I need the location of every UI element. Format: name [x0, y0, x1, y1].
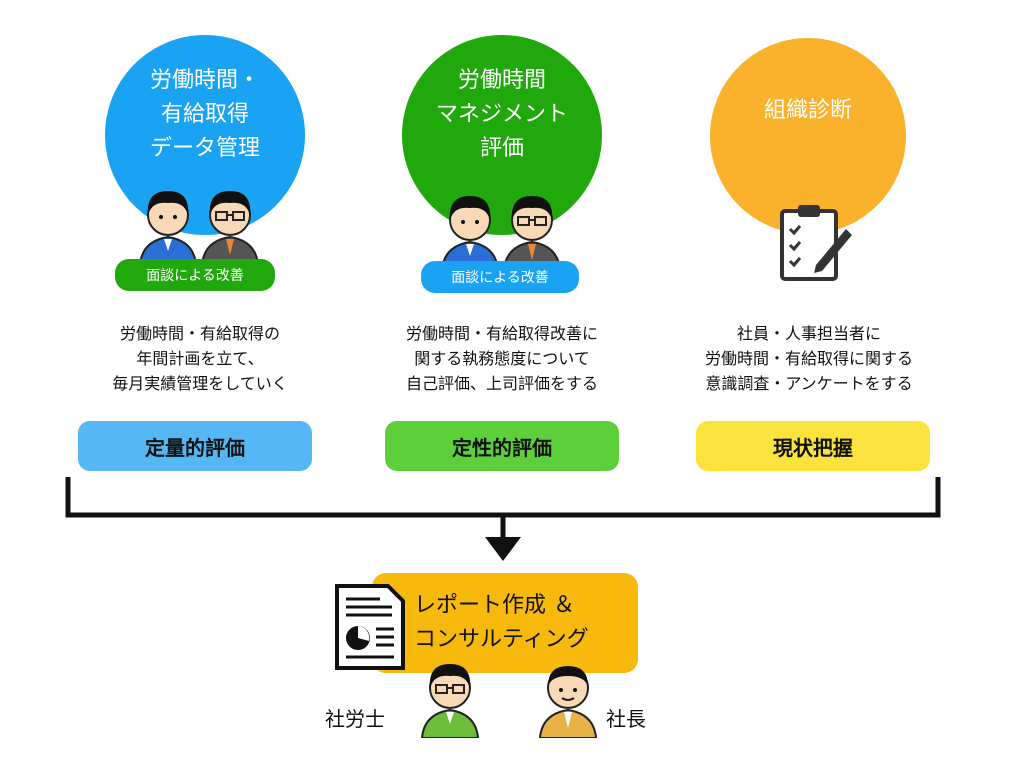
- labor-consultant-person-icon: [420, 664, 480, 738]
- person-with-glasses-icon: [200, 191, 260, 265]
- evaluation-current-status-label: 現状把握: [773, 435, 853, 460]
- circle-organization-diagnosis-label: 組織診断: [763, 98, 852, 123]
- evaluation-quantitative: 定量的評価: [78, 421, 312, 471]
- circle-management-evaluation: 労働時間 マネジメント 評価: [402, 35, 602, 235]
- report-consulting-label: レポート作成 ＆ コンサルティング: [414, 593, 589, 652]
- evaluation-qualitative: 定性的評価: [385, 421, 619, 471]
- role-label-labor-consultant: 社労士: [325, 707, 385, 731]
- evaluation-qualitative-label: 定性的評価: [452, 435, 552, 460]
- circle-data-management-label: 労働時間・ 有給取得 データ管理: [149, 68, 260, 161]
- interview-improvement-badge: 面談による改善: [115, 259, 275, 291]
- two-people-icon-col2: [440, 196, 562, 270]
- president-person-icon: [538, 666, 598, 738]
- bracket-connector: [65, 477, 941, 561]
- circle-data-management: 労働時間・ 有給取得 データ管理: [105, 35, 305, 235]
- evaluation-current-status: 現状把握: [696, 421, 930, 471]
- circle-organization-diagnosis: 組織診断: [710, 38, 906, 234]
- report-consulting-box: レポート作成 ＆ コンサルティング: [372, 573, 638, 673]
- description-col2: 労働時間・有給取得改善に 関する執務態度について 自己評価、上司評価をする: [405, 324, 598, 393]
- role-label-president: 社長: [606, 707, 646, 731]
- circle-management-evaluation-label: 労働時間 マネジメント 評価: [435, 68, 568, 161]
- two-people-icon-col1: [138, 191, 260, 265]
- person-with-glasses-icon: [502, 196, 562, 270]
- evaluation-quantitative-label: 定量的評価: [145, 435, 245, 460]
- report-document-icon: [335, 584, 405, 670]
- interview-improvement-badge: 面談による改善: [421, 261, 579, 293]
- clipboard-icon: [780, 205, 852, 281]
- description-col1: 労働時間・有給取得の 年間計画を立て、 毎月実績管理をしていく: [112, 324, 288, 393]
- person-icon: [440, 196, 500, 270]
- interview-improvement-label: 面談による改善: [451, 270, 549, 286]
- description-col3: 社員・人事担当者に 労働時間・有給取得に関する 意識調査・アンケートをする: [704, 324, 913, 393]
- person-icon: [138, 191, 198, 265]
- down-arrow-icon: [485, 537, 521, 561]
- interview-improvement-label: 面談による改善: [146, 268, 244, 284]
